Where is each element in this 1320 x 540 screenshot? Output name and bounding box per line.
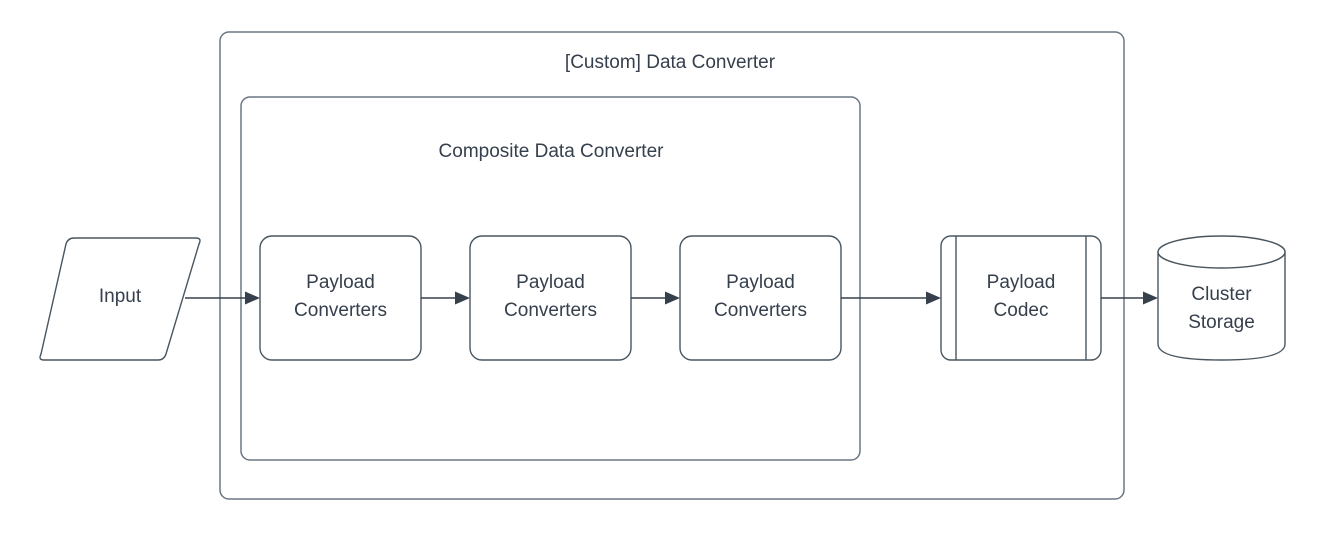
node-payload-converters-1-shape	[259, 235, 422, 361]
node-payload-codec[interactable]: Payload Codec	[940, 235, 1102, 361]
node-payload-converters-1-label-line1: Payload	[306, 272, 375, 293]
node-payload-converters-2-shape	[469, 235, 632, 361]
node-cluster-storage-body	[1157, 251, 1286, 361]
connector-payload-converters-1-to-2-arrowhead	[455, 291, 470, 305]
node-payload-codec-shape	[940, 235, 1102, 361]
node-input[interactable]: Input	[39, 237, 201, 361]
node-payload-converters-2[interactable]: Payload Converters	[469, 235, 632, 361]
node-payload-converters-1[interactable]: Payload Converters	[259, 235, 422, 361]
container-composite-data-converter-label: Composite Data Converter	[439, 141, 665, 162]
node-payload-converters-3-shape	[679, 235, 842, 361]
node-payload-converters-3-label-line2: Converters	[714, 300, 807, 321]
node-cluster-storage-label-line1: Cluster	[1191, 284, 1252, 305]
node-payload-codec-label-line2: Codec	[994, 300, 1049, 321]
connector-payload-converters-1-to-2	[421, 291, 470, 305]
connector-input-to-payload-converters-1-arrowhead	[245, 291, 260, 305]
node-payload-converters-3-label-line1: Payload	[726, 272, 795, 293]
connector-payload-codec-to-cluster-storage-arrowhead	[1143, 291, 1158, 305]
connector-payload-codec-to-cluster-storage	[1101, 291, 1158, 305]
container-custom-data-converter[interactable]: [Custom] Data Converter	[219, 31, 1125, 500]
container-composite-data-converter[interactable]: Composite Data Converter	[240, 96, 861, 461]
node-payload-converters-2-label-line1: Payload	[516, 272, 585, 293]
container-composite-data-converter-outline	[240, 96, 861, 461]
node-input-shape	[39, 237, 201, 361]
node-payload-codec-label-line1: Payload	[987, 272, 1056, 293]
connector-payload-converters-2-to-3-arrowhead	[665, 291, 680, 305]
container-custom-data-converter-label: [Custom] Data Converter	[565, 52, 776, 73]
node-input-label: Input	[99, 286, 142, 307]
node-cluster-storage-top-ellipse	[1157, 235, 1286, 269]
node-cluster-storage[interactable]: Cluster Storage	[1157, 235, 1286, 361]
node-cluster-storage-label-line2: Storage	[1188, 312, 1255, 333]
connector-input-to-payload-converters-1	[185, 291, 260, 305]
container-custom-data-converter-outline	[219, 31, 1125, 500]
node-payload-converters-1-label-line2: Converters	[294, 300, 387, 321]
node-payload-converters-3[interactable]: Payload Converters	[679, 235, 842, 361]
connector-payload-converters-3-to-payload-codec	[841, 291, 941, 305]
connector-payload-converters-3-to-payload-codec-arrowhead	[926, 291, 941, 305]
node-payload-converters-2-label-line2: Converters	[504, 300, 597, 321]
connector-payload-converters-2-to-3	[631, 291, 680, 305]
